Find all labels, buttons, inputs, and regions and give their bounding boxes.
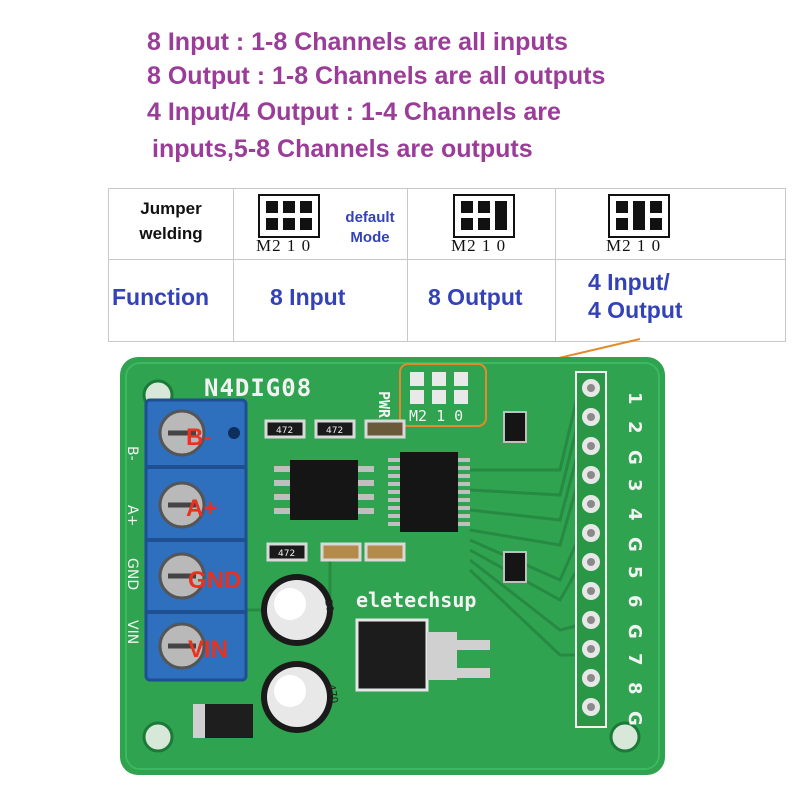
jumper-diagram-mode-1 [258, 194, 320, 238]
description-block: 8 Input : 1-8 Channels are all inputs 8 … [0, 0, 800, 180]
pin-label-g4: G [624, 711, 645, 726]
terminal-block [144, 398, 248, 682]
capacitor-bottom-label: 470 [325, 684, 339, 705]
pin-label-g3: G [624, 624, 645, 639]
terminal-label-b: B- [186, 424, 211, 451]
table-cell-mode-3-function [555, 259, 786, 342]
function-mode-3-label-2: 4 Output [588, 297, 683, 323]
description-line-1: 8 Input : 1-8 Channels are all inputs [147, 28, 568, 56]
mounting-hole-bl [142, 721, 174, 753]
ic-main [388, 452, 470, 532]
jumper-header-label-1: Jumper [140, 199, 202, 218]
jumper-label-mode-2: M2 1 0 [451, 236, 507, 255]
jumper-label-mode-3: M2 1 0 [606, 236, 662, 255]
side-silk-a: A+ [124, 505, 140, 526]
pin-label-1: 1 [624, 392, 645, 405]
pin-label-g2: G [624, 537, 645, 552]
capacitor-bottom: 470 [261, 661, 339, 733]
table-cell-mode-1-function [233, 259, 408, 342]
default-mode-note-1: default [345, 209, 395, 226]
board-brand-label: eletechsup [356, 588, 476, 612]
function-mode-3-label-1: 4 Input/ [588, 269, 670, 295]
pin-label-6: 6 [624, 595, 645, 608]
function-header-label: Function [112, 284, 210, 310]
terminal-label-a: A+ [186, 495, 217, 522]
terminal-label-gnd: GND [188, 567, 241, 594]
capacitor-top-label: 10 [322, 599, 335, 613]
pin-label-7: 7 [624, 653, 645, 666]
pin-label-8: 8 [624, 682, 645, 695]
description-line-4: inputs,5-8 Channels are outputs [152, 135, 533, 163]
pin-label-g1: G [624, 450, 645, 465]
voltage-regulator [355, 618, 490, 692]
description-line-2: 8 Output : 1-8 Channels are all outputs [147, 62, 606, 90]
side-silk-gnd: GND [124, 558, 140, 590]
table-cell-function-header [108, 259, 234, 342]
jumper-header-label-2: welding [139, 224, 203, 243]
smd-array-top [503, 411, 527, 443]
terminal-label-vin: VIN [188, 636, 228, 663]
pin-label-2: 2 [624, 421, 645, 434]
jumper-mode-table: Jumper welding M2 1 0 default Mode M2 1 … [108, 188, 786, 342]
jumper-label-mode-1: M2 1 0 [256, 236, 312, 255]
capacitor-top: 10 [261, 574, 335, 646]
resistor-label-3: 472 [278, 549, 295, 559]
table-cell-mode-2-function [407, 259, 556, 342]
mounting-hole-br [609, 721, 641, 753]
pin-label-5: 5 [624, 566, 645, 579]
resistor-label-1: 472 [276, 426, 293, 436]
table-cell-jumper-header [108, 188, 234, 260]
pcb-board [120, 357, 665, 775]
pin-label-3: 3 [624, 479, 645, 492]
resistor-label-2: 472 [326, 426, 343, 436]
board-pwr-label: PWR [375, 391, 393, 419]
ic-left [274, 460, 374, 520]
smd-array-bottom [503, 551, 527, 583]
right-header-pins [582, 379, 600, 716]
side-silk-b: B- [124, 446, 140, 461]
side-silk-vin: VIN [124, 620, 140, 644]
function-mode-2-label: 8 Output [428, 284, 523, 310]
pin-label-4: 4 [624, 508, 645, 521]
right-header [575, 371, 607, 728]
default-mode-note-2: Mode [350, 229, 390, 246]
board-model-label: N4DIG08 [204, 374, 312, 402]
description-line-3: 4 Input/4 Output : 1-4 Channels are [147, 98, 561, 126]
jumper-diagram-mode-2 [453, 194, 515, 238]
jumper-highlight [399, 363, 487, 427]
jumper-diagram-mode-3 [608, 194, 670, 238]
function-mode-1-label: 8 Input [270, 284, 346, 310]
board-jumper-label: M2 1 0 [409, 407, 463, 425]
